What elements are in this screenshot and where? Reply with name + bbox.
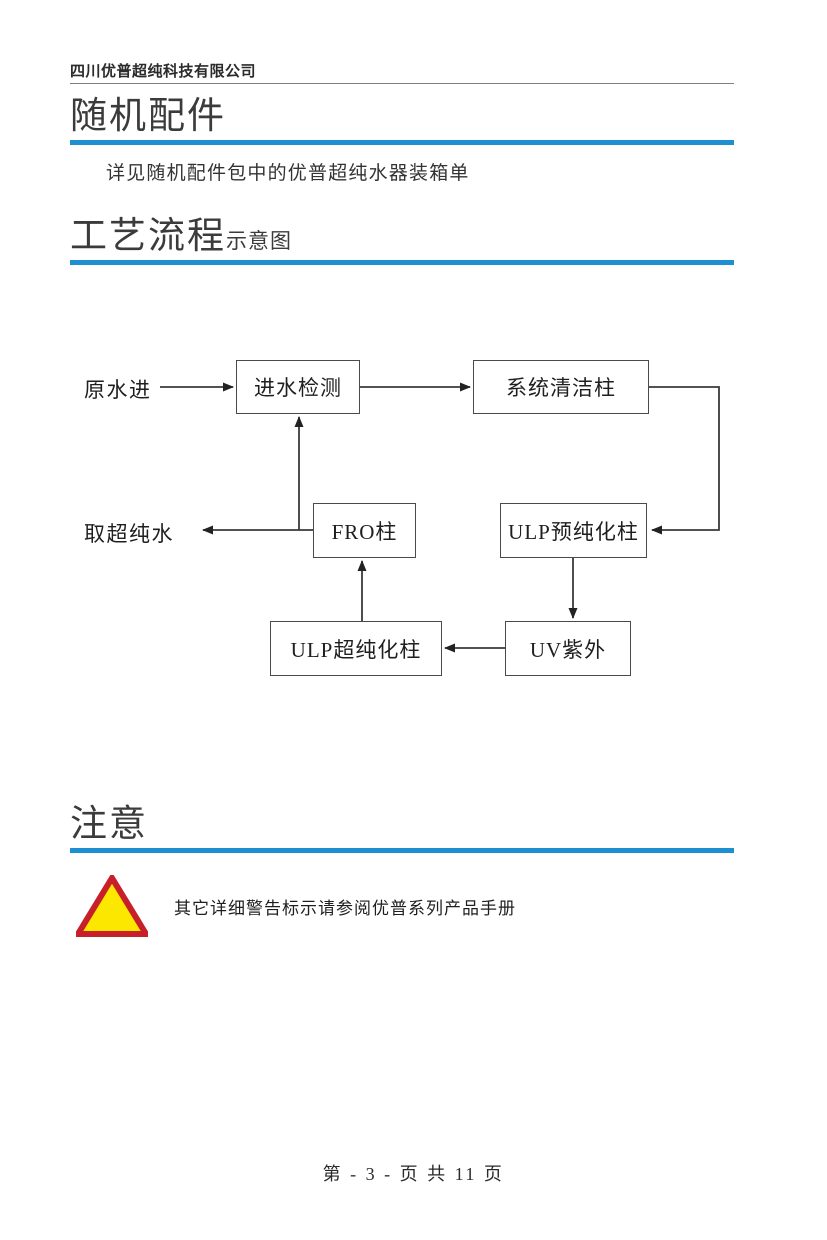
flow-node-ulp-ultra[interactable]: ULP超纯化柱	[270, 621, 442, 676]
flow-node-clean-col[interactable]: 系统清洁柱	[473, 360, 649, 414]
section-caution: 注意	[70, 804, 734, 853]
document-header: 四川优普超纯科技有限公司	[70, 62, 734, 84]
header-divider	[70, 83, 734, 84]
warning-triangle-icon	[76, 875, 148, 937]
flow-node-label: 进水检测	[254, 376, 342, 400]
flow-node-label: UV紫外	[529, 637, 607, 662]
flow-label-ultrapure-out: 取超纯水	[84, 522, 174, 546]
section-process-flow: 工艺流程示意图	[70, 216, 734, 265]
flow-node-fro-col[interactable]: FRO柱	[313, 503, 416, 558]
accessories-body-text: 详见随机配件包中的优普超纯水器装箱单	[106, 163, 470, 184]
heading-main-text: 随机配件	[70, 96, 226, 137]
heading-main-text: 注意	[70, 804, 148, 845]
warning-text: 其它详细警告标示请参阅优普系列产品手册	[174, 898, 516, 919]
heading-sub-text: 示意图	[226, 229, 292, 253]
section-accessories: 随机配件	[70, 96, 734, 145]
edge-clean-to-ulppre	[649, 386, 720, 535]
section-accent-bar	[70, 139, 734, 145]
flow-node-label: ULP预纯化柱	[508, 519, 639, 544]
heading-main-text: 工艺流程	[70, 216, 226, 257]
section-heading-process-flow: 工艺流程示意图	[70, 216, 734, 257]
section-heading-caution: 注意	[70, 804, 734, 845]
section-accent-bar	[70, 847, 734, 853]
section-heading-accessories: 随机配件	[70, 96, 734, 137]
flow-node-ulp-pre[interactable]: ULP预纯化柱	[500, 503, 647, 558]
company-name: 四川优普超纯科技有限公司	[70, 62, 257, 80]
section-accent-bar	[70, 259, 734, 265]
flow-node-label: 系统清洁柱	[506, 376, 616, 400]
flow-node-inlet-test[interactable]: 进水检测	[236, 360, 360, 414]
flow-node-label: FRO柱	[331, 519, 398, 544]
page-footer: 第 - 3 - 页 共 11 页	[322, 1164, 505, 1184]
flow-node-label: ULP超纯化柱	[290, 637, 422, 662]
warning-notice: 其它详细警告标示请参阅优普系列产品手册	[76, 875, 516, 937]
flow-label-raw-water-in: 原水进	[84, 378, 152, 402]
flow-node-uv[interactable]: UV紫外	[505, 621, 631, 676]
